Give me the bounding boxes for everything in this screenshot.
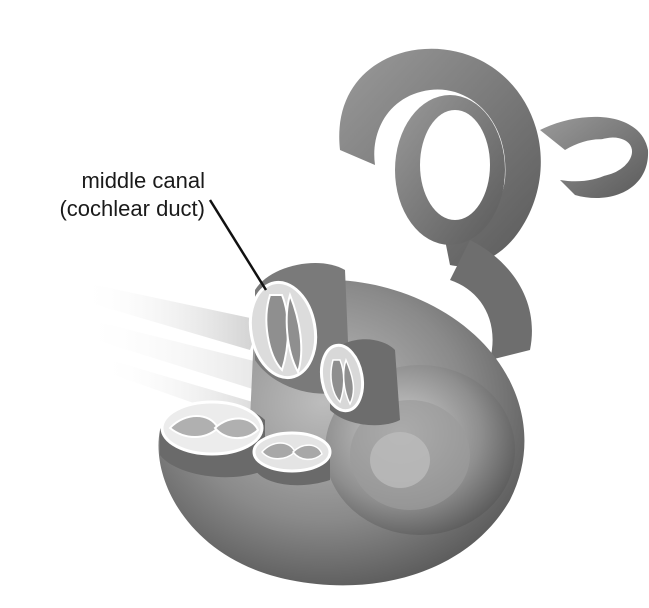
- annotation-label-line1: middle canal: [0, 168, 205, 194]
- annotation-label-line2: (cochlear duct): [0, 196, 205, 222]
- label-leader-line: [210, 200, 266, 290]
